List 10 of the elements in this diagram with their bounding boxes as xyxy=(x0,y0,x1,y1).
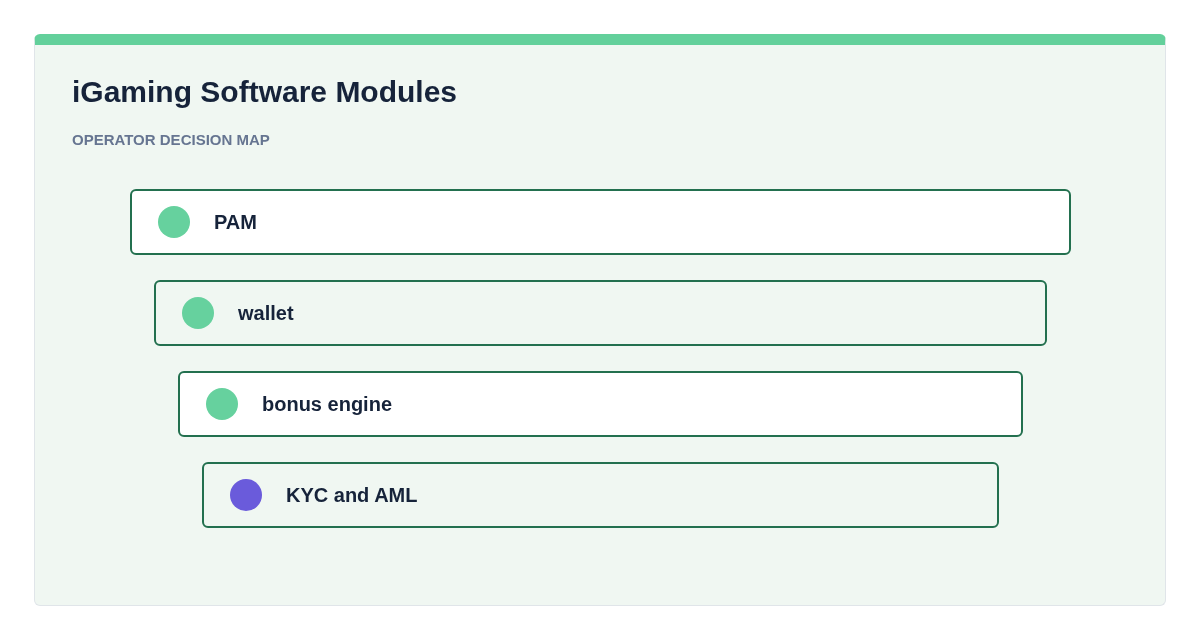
module-box xyxy=(154,280,1047,346)
module-box xyxy=(178,371,1023,437)
module-box xyxy=(202,462,999,528)
module-label: PAM xyxy=(214,210,257,234)
module-box xyxy=(130,189,1071,255)
module-label: bonus engine xyxy=(262,392,392,416)
module-label: wallet xyxy=(238,301,294,325)
diagram-title: iGaming Software Modules xyxy=(72,74,458,110)
subtitle: OPERATOR DECISION MAP xyxy=(72,131,270,149)
module-label: KYC and AML xyxy=(286,483,418,507)
